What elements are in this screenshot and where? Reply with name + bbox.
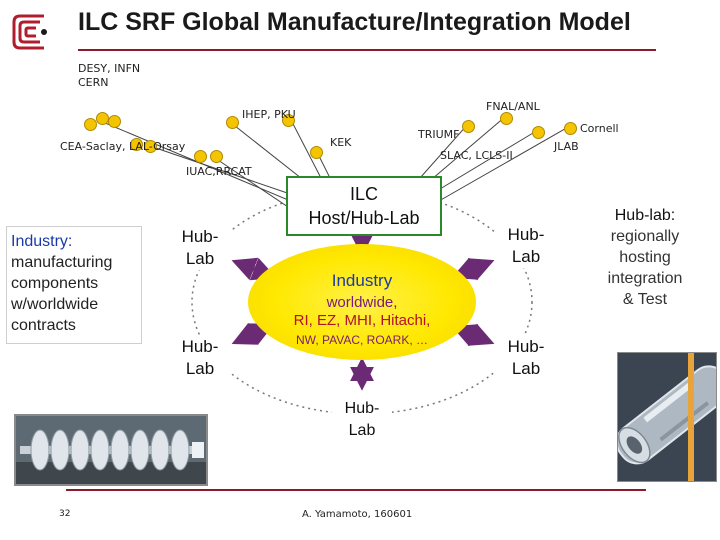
site-marker: [144, 140, 157, 153]
cavity-photo: [14, 414, 208, 486]
hublab-bottom-right: Hub- Lab: [496, 336, 556, 380]
hublab-top-right: Hub- Lab: [496, 224, 556, 268]
cern-logo-icon: [10, 12, 50, 52]
site-marker: [532, 126, 545, 139]
site-marker: [564, 122, 577, 135]
host-hublab-label: ILC Host/Hub-Lab: [308, 184, 420, 228]
hublab-bottom-left: Hub- Lab: [170, 336, 230, 380]
site-label-kek: KEK: [330, 136, 352, 149]
hublab-top-left: Hub- Lab: [170, 226, 230, 270]
site-marker: [210, 150, 223, 163]
hublab-note: Hub-lab: regionally hosting integration …: [594, 205, 696, 310]
industry-companies-more: NW, PAVAC, ROARK, …: [295, 333, 429, 347]
industry-side-box: Industry: manufacturing components w/wor…: [6, 226, 142, 344]
site-label-fnal: FNAL/ANL: [486, 100, 540, 113]
industry-title: Industry: [331, 271, 393, 290]
industry-side-title: Industry:: [11, 233, 73, 250]
site-marker: [130, 138, 143, 151]
industry-ellipse: [248, 244, 476, 360]
site-marker: [96, 112, 109, 125]
host-hublab-box: ILC Host/Hub-Lab: [286, 176, 442, 236]
site-label-slac: SLAC, LCLS-II: [440, 149, 513, 162]
page-number: 32: [59, 509, 71, 519]
title-rule: [78, 49, 656, 51]
hublab-bottom-center: Hub- Lab: [332, 398, 392, 442]
site-marker: [84, 118, 97, 131]
site-label-triumf: TRIUMF: [418, 128, 460, 141]
site-marker: [310, 146, 323, 159]
hublab-note-title: Hub-lab:: [614, 207, 676, 224]
site-marker: [108, 115, 121, 128]
page-title: ILC SRF Global Manufacture/Integration M…: [78, 8, 631, 36]
site-marker: [282, 114, 295, 127]
hublab-note-text: regionally hosting integration & Test: [607, 228, 683, 308]
site-label-cea: CEA-Saclay, LAL-Orsay: [60, 140, 186, 153]
site-marker: [462, 120, 475, 133]
site-label-cornell: Cornell: [580, 122, 619, 135]
industry-worldwide: worldwide,: [326, 294, 398, 311]
industry-side-text: manufacturing components w/worldwide con…: [11, 254, 113, 334]
footer-rule: [66, 489, 646, 491]
site-marker: [500, 112, 513, 125]
site-marker: [226, 116, 239, 129]
site-connectors: [97, 115, 571, 216]
cryomodule-photo: [617, 352, 717, 482]
site-label-desy-cern: DESY, INFN CERN: [78, 62, 141, 89]
site-marker: [194, 150, 207, 163]
site-label-iuac: IUAC,RRCAT: [186, 165, 252, 178]
site-label-ihep: IHEP, PKU: [242, 108, 296, 121]
industry-companies: RI, EZ, MHI, Hitachi,: [293, 312, 431, 329]
footer-author: A. Yamamoto, 160601: [302, 509, 413, 520]
site-label-jlab: JLAB: [554, 140, 579, 153]
